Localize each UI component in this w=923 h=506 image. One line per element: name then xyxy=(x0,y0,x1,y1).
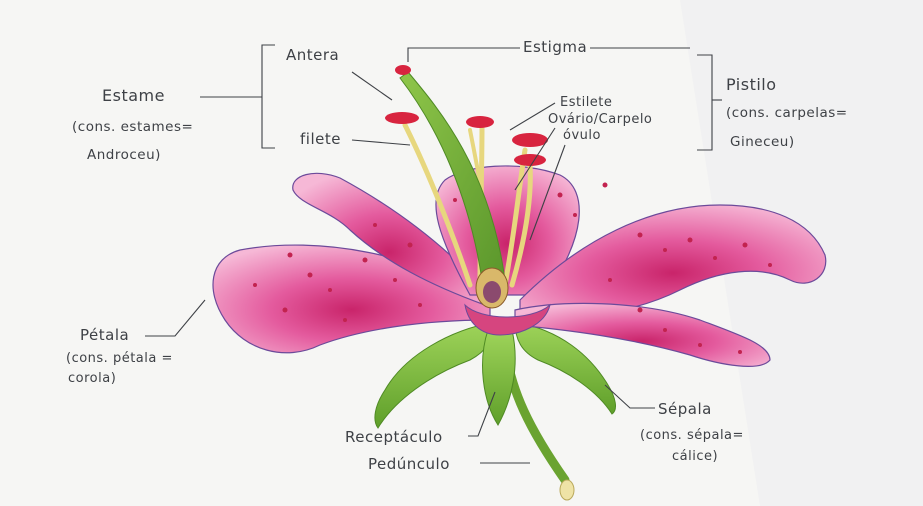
label-receptaculo: Receptáculo xyxy=(345,428,443,446)
label-sepala-note-line2: cálice) xyxy=(672,448,718,466)
label-ovulo: óvulo xyxy=(563,127,601,145)
stem-tip xyxy=(560,480,574,500)
label-petala-note-line1: (cons. pétala = xyxy=(66,350,173,368)
label-estame: Estame xyxy=(102,87,165,105)
ovule xyxy=(483,281,501,303)
label-estilete: Estilete xyxy=(560,94,612,112)
label-estame-note-line2: Androceu) xyxy=(87,146,161,164)
stigma xyxy=(395,65,411,75)
label-estigma: Estigma xyxy=(523,38,587,56)
label-petala: Pétala xyxy=(80,326,129,344)
label-pistilo-note-line1: (cons. carpelas= xyxy=(726,104,848,122)
label-antera: Antera xyxy=(286,46,339,64)
label-petala-note-line2: corola) xyxy=(68,370,116,388)
label-estame-note-line1: (cons. estames= xyxy=(72,118,193,136)
label-filete: filete xyxy=(300,130,341,148)
label-pedunculo: Pedúnculo xyxy=(368,455,450,473)
label-pistilo-note-line2: Gineceu) xyxy=(730,133,795,151)
label-sepala: Sépala xyxy=(658,400,712,418)
label-pistilo: Pistilo xyxy=(726,76,777,94)
label-sepala-note-line1: (cons. sépala= xyxy=(640,427,744,445)
